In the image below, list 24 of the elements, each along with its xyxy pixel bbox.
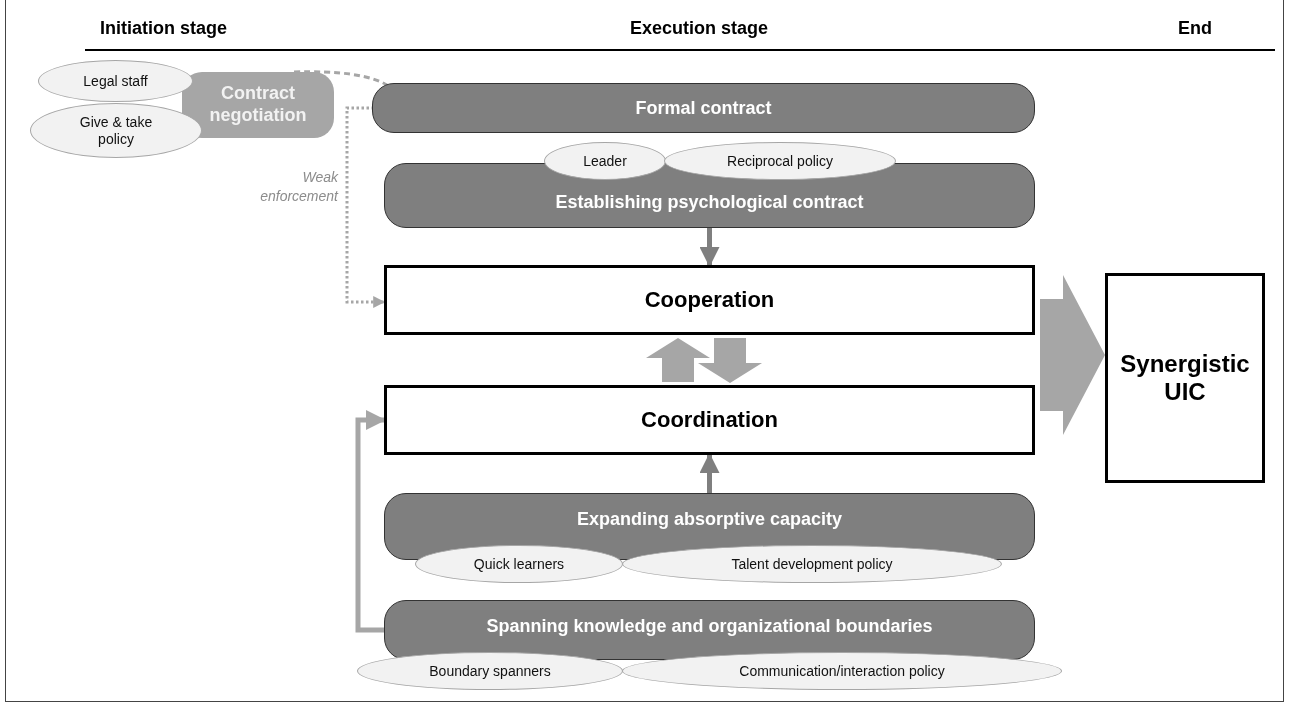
process-box: Formal contract bbox=[372, 83, 1035, 133]
stage-heading: Initiation stage bbox=[100, 18, 227, 39]
policy-ellipse: Give & take policy bbox=[30, 103, 202, 158]
outcome-box: Synergistic UIC bbox=[1105, 273, 1265, 483]
outcome-box: Cooperation bbox=[384, 265, 1035, 335]
process-box: Spanning knowledge and organizational boundaries bbox=[384, 600, 1035, 660]
process-box: Contract negotiation bbox=[182, 72, 334, 138]
arrow bbox=[345, 106, 386, 308]
stage-heading: Execution stage bbox=[630, 18, 769, 39]
arrow bbox=[355, 410, 386, 633]
policy-ellipse: Communication/interaction policy bbox=[622, 652, 1062, 690]
staff-ellipse: Leader bbox=[544, 142, 666, 180]
arrow bbox=[699, 453, 720, 493]
block-arrow bbox=[1040, 275, 1105, 435]
block-arrow bbox=[698, 338, 762, 383]
edge-label: Weak enforcement bbox=[259, 168, 338, 206]
arrow bbox=[699, 228, 720, 267]
connector-line bbox=[293, 70, 388, 87]
outcome-box: Coordination bbox=[384, 385, 1035, 455]
staff-ellipse: Legal staff bbox=[38, 60, 193, 102]
policy-ellipse: Reciprocal policy bbox=[664, 142, 896, 180]
stage-heading: End bbox=[1178, 18, 1212, 39]
staff-ellipse: Boundary spanners bbox=[357, 652, 623, 690]
block-arrow bbox=[646, 338, 710, 382]
